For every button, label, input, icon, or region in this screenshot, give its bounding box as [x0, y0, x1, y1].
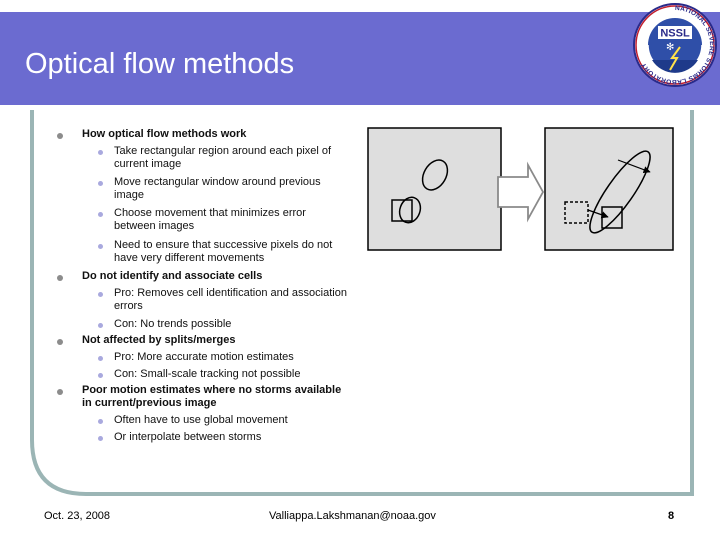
- bullet-item: Poor motion estimates where no storms av…: [82, 384, 342, 409]
- sub-bullet-marker: [98, 244, 103, 249]
- sub-bullet-item: Or interpolate between storms: [114, 431, 262, 443]
- sub-bullet-item: Often have to use global movement: [114, 414, 288, 426]
- current-image-panel: [544, 127, 674, 251]
- sub-bullet-marker: [98, 356, 103, 361]
- optical-flow-diagram: [367, 127, 674, 251]
- logo-wordmark: NSSL: [660, 28, 690, 40]
- transition-arrow: [497, 161, 545, 223]
- sub-bullet-item: Con: No trends possible: [114, 318, 232, 330]
- storm-cell: [589, 150, 651, 234]
- title-bar: Optical flow methods: [0, 12, 720, 108]
- sub-bullet-item: Con: Small-scale tracking not possible: [114, 368, 301, 380]
- sub-bullet-marker: [98, 323, 103, 328]
- motion-vector: [617, 159, 651, 174]
- motion-vector: [587, 209, 609, 219]
- title-underline: [25, 105, 637, 108]
- bullet-marker: [57, 275, 63, 281]
- nssl-logo: ✻ NSSL NATIONAL SEVERE STORMS LABORATORY: [633, 3, 717, 87]
- bullet-item: Do not identify and associate cells: [82, 270, 263, 282]
- bullet-item: How optical flow methods work: [82, 128, 247, 140]
- storm-cell: [421, 159, 449, 191]
- sub-bullet-marker: [98, 212, 103, 217]
- previous-window: [564, 201, 589, 224]
- bullet-item: Not affected by splits/merges: [82, 334, 236, 346]
- previous-image-panel: [367, 127, 502, 251]
- sub-bullet-item: Move rectangular window around previous …: [114, 176, 321, 201]
- sub-bullet-item: Take rectangular region around each pixe…: [114, 145, 332, 170]
- bullet-marker: [57, 389, 63, 395]
- slide-title: Optical flow methods: [25, 48, 295, 80]
- footer-date: Oct. 23, 2008: [44, 510, 111, 522]
- sub-bullet-marker: [98, 292, 103, 297]
- bullet-marker: [57, 339, 63, 345]
- sub-bullet-marker: [98, 373, 103, 378]
- sub-bullet-marker: [98, 181, 103, 186]
- bullet-marker: [57, 133, 63, 139]
- search-window: [391, 199, 413, 222]
- sub-bullet-marker: [98, 419, 103, 424]
- sub-bullet-item: Pro: Removes cell identification and ass…: [114, 287, 347, 312]
- sub-bullet-item: Pro: More accurate motion estimates: [114, 351, 294, 363]
- svg-text:✻: ✻: [666, 42, 674, 53]
- sub-bullet-item: Choose movement that minimizes error bet…: [114, 207, 306, 232]
- footer-email: Valliappa.Lakshmanan@noaa.gov: [269, 510, 436, 522]
- sub-bullet-marker: [98, 436, 103, 441]
- sub-bullet-marker: [98, 150, 103, 155]
- storm-cell: [398, 196, 422, 224]
- page-number: 8: [668, 510, 675, 522]
- sub-bullet-item: Need to ensure that successive pixels do…: [114, 239, 333, 264]
